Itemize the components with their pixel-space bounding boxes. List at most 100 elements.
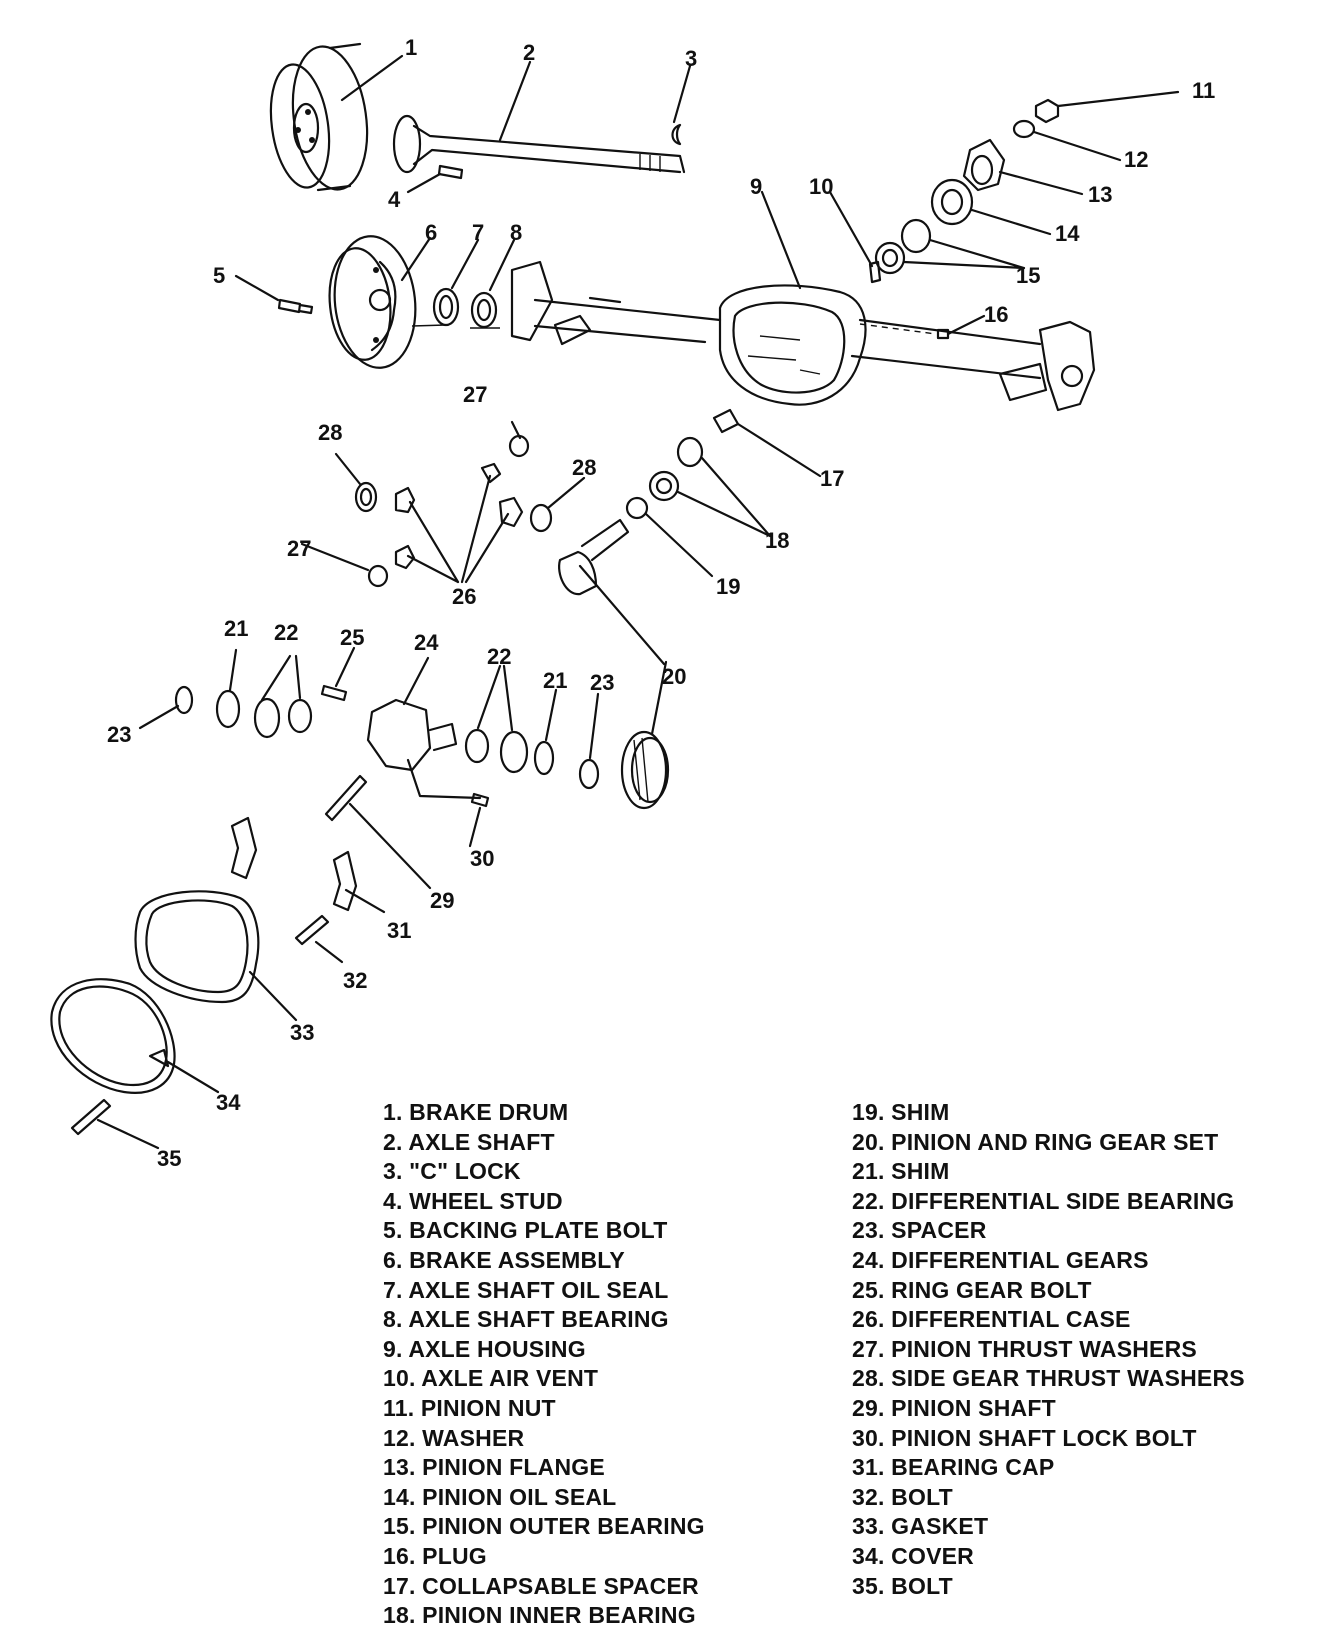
- legend-item: 19. SHIM: [852, 1099, 950, 1125]
- legend-item: 7. AXLE SHAFT OIL SEAL: [383, 1276, 669, 1303]
- backing-plate-bolt: [277, 298, 314, 315]
- legend-right: 19. SHIM 20. PINION AND RING GEAR SET 21. …: [852, 1098, 1245, 1601]
- legend-item: 22. DIFFERENTIAL SIDE BEARING: [852, 1187, 1235, 1214]
- legend-item: 33. GASKET: [852, 1513, 989, 1540]
- callout-28-right: 28: [572, 455, 596, 480]
- leader-lines: [96, 54, 1180, 1150]
- callout-22-right: 22: [487, 644, 511, 669]
- callout-27-bottom: 27: [287, 536, 311, 561]
- brake-assembly: [328, 235, 417, 369]
- legend-item: 21. SHIM: [852, 1158, 950, 1185]
- callout-24: 24: [414, 630, 439, 655]
- collapsable-spacer: [712, 408, 740, 434]
- legend-item: 11. PINION NUT: [383, 1394, 556, 1421]
- differential-small-parts: [354, 434, 553, 588]
- brake-drum: [269, 42, 369, 192]
- ring-gear: [620, 730, 670, 810]
- axle-air-vent: [868, 260, 882, 284]
- callout-33: 33: [290, 1020, 314, 1045]
- legend-item: 15. PINION OUTER BEARING: [383, 1513, 705, 1540]
- callout-10: 10: [809, 174, 833, 199]
- axle-housing: [510, 260, 1096, 412]
- legend-item: 10. AXLE AIR VENT: [383, 1365, 599, 1392]
- legend-item: 6. BRAKE ASSEMBLY: [383, 1246, 625, 1273]
- legend-item: 1. BRAKE DRUM: [383, 1099, 569, 1125]
- callout-14: 14: [1055, 221, 1080, 246]
- legend-item: 30. PINION SHAFT LOCK BOLT: [852, 1424, 1197, 1451]
- gasket: [134, 890, 260, 1004]
- legend-item: 32. BOLT: [852, 1483, 953, 1510]
- callout-1: 1: [405, 35, 417, 60]
- callout-21-left: 21: [224, 616, 248, 641]
- callout-35: 35: [157, 1146, 181, 1171]
- callout-5: 5: [213, 263, 225, 288]
- callout-15: 15: [1016, 263, 1040, 288]
- legend-item: 20. PINION AND RING GEAR SET: [852, 1128, 1219, 1155]
- legend-item: 23. SPACER: [852, 1217, 987, 1244]
- legend-item: 3. "C" LOCK: [383, 1158, 521, 1185]
- pinion-shaft-lock-bolt: [470, 792, 490, 808]
- legend-item: 31. BEARING CAP: [852, 1454, 1055, 1481]
- axle-shaft: [392, 114, 686, 174]
- legend-item: 13. PINION FLANGE: [383, 1454, 605, 1481]
- callout-19: 19: [716, 574, 740, 599]
- callout-34: 34: [216, 1090, 241, 1115]
- bolt-32: [294, 914, 330, 946]
- callout-23-left: 23: [107, 722, 131, 747]
- pinion-shaft: [324, 774, 368, 822]
- legend-item: 24. DIFFERENTIAL GEARS: [852, 1246, 1149, 1273]
- legend-item: 28. SIDE GEAR THRUST WASHERS: [852, 1365, 1245, 1392]
- callout-11: 11: [1192, 78, 1215, 103]
- washer: [1012, 119, 1036, 139]
- callout-25: 25: [340, 625, 364, 650]
- bearing-cap: [230, 816, 258, 880]
- legend-item: 16. PLUG: [383, 1542, 487, 1569]
- pinion-oil-seal: [930, 178, 974, 226]
- differential-case: [366, 698, 482, 800]
- axle-shaft-oil-seal: [432, 287, 460, 327]
- callout-31: 31: [387, 918, 411, 943]
- legend-item: 5. BACKING PLATE BOLT: [383, 1217, 668, 1244]
- callout-26: 26: [452, 584, 476, 609]
- callout-30: 30: [470, 846, 494, 871]
- legend-item: 12. WASHER: [383, 1424, 525, 1451]
- callout-numbers: 1 2 3 4 5 6 7 8 9 10 11 12 13 14 15 16 1…: [107, 35, 1215, 1171]
- bearing-cap: [332, 850, 358, 912]
- callout-7: 7: [472, 220, 484, 245]
- legend-item: 18. PINION INNER BEARING: [383, 1602, 696, 1629]
- callout-17: 17: [820, 466, 844, 491]
- legend-item: 34. COVER: [852, 1542, 974, 1569]
- legend-item: 25. RING GEAR BOLT: [852, 1276, 1092, 1303]
- callout-13: 13: [1088, 182, 1112, 207]
- callout-20: 20: [662, 664, 686, 689]
- pinion-outer-bearing: [874, 218, 932, 275]
- callout-16: 16: [984, 302, 1008, 327]
- pinion-flange: [962, 138, 1006, 192]
- legend-item: 17. COLLAPSABLE SPACER: [383, 1572, 699, 1599]
- callout-2: 2: [523, 40, 535, 65]
- pinion-nut: [1034, 98, 1060, 124]
- callout-29: 29: [430, 888, 454, 913]
- callout-9: 9: [750, 174, 762, 199]
- callout-6: 6: [425, 220, 437, 245]
- legend-item: 4. WHEEL STUD: [383, 1187, 563, 1214]
- callout-28-left: 28: [318, 420, 342, 445]
- axle-shaft-bearing: [470, 291, 498, 329]
- legend-item: 2. AXLE SHAFT: [383, 1128, 555, 1155]
- cover: [50, 978, 176, 1094]
- shim-19: [625, 496, 649, 520]
- plug: [936, 328, 950, 340]
- callout-4: 4: [388, 187, 401, 212]
- legend-item: 14. PINION OIL SEAL: [383, 1483, 617, 1510]
- legend-item: 29. PINION SHAFT: [852, 1394, 1056, 1421]
- callout-3: 3: [685, 46, 697, 71]
- c-lock: [671, 123, 682, 146]
- side-bearings-and-shims: [174, 685, 600, 790]
- legend-item: 8. AXLE SHAFT BEARING: [383, 1306, 669, 1333]
- legend-item: 26. DIFFERENTIAL CASE: [852, 1306, 1131, 1333]
- legend-item: 9. AXLE HOUSING: [383, 1335, 586, 1362]
- callout-18: 18: [765, 528, 789, 553]
- wheel-stud: [437, 164, 464, 180]
